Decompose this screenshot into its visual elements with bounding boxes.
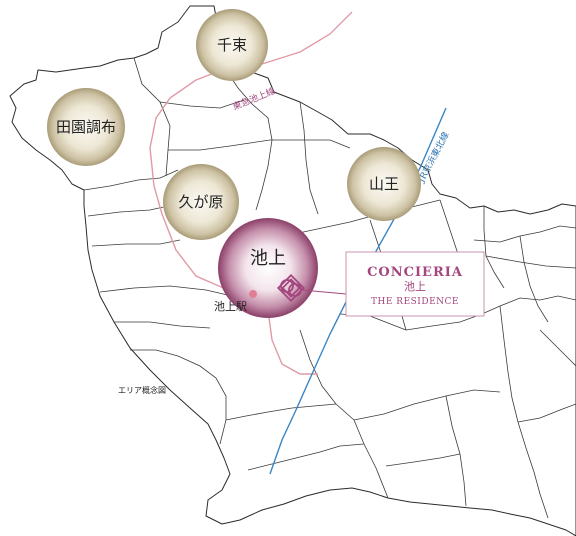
property-callout: CONCIERIA 池上 THE RESIDENCE — [345, 251, 485, 317]
ward-boundary — [9, 5, 576, 536]
area-denenchofu: 田園調布 — [47, 88, 125, 166]
area-ikegami: 池上 — [218, 218, 318, 318]
area-label-senzoku: 千束 — [217, 36, 247, 54]
brand-name: CONCIERIA — [367, 265, 463, 280]
brand-area: 池上 — [404, 280, 426, 293]
ikegami-station-dot — [249, 290, 257, 298]
map-caption: エリア概念図 — [118, 385, 166, 395]
area-senzoku: 千束 — [196, 9, 268, 81]
concieria-logo-icon — [276, 273, 306, 303]
area-label-denenchofu: 田園調布 — [56, 118, 116, 136]
area-label-sanno: 山王 — [369, 175, 399, 193]
area-kugahara: 久が原 — [163, 164, 239, 240]
ikegami-station-label: 池上駅 — [214, 300, 247, 313]
brand-sub: THE RESIDENCE — [371, 297, 459, 307]
area-label-ikegami: 池上 — [250, 248, 286, 269]
area-sanno: 山王 — [347, 147, 421, 221]
callout-line — [301, 289, 347, 295]
area-label-kugahara: 久が原 — [178, 193, 223, 211]
tokyu-line-label: 東急池上線 — [231, 85, 277, 113]
